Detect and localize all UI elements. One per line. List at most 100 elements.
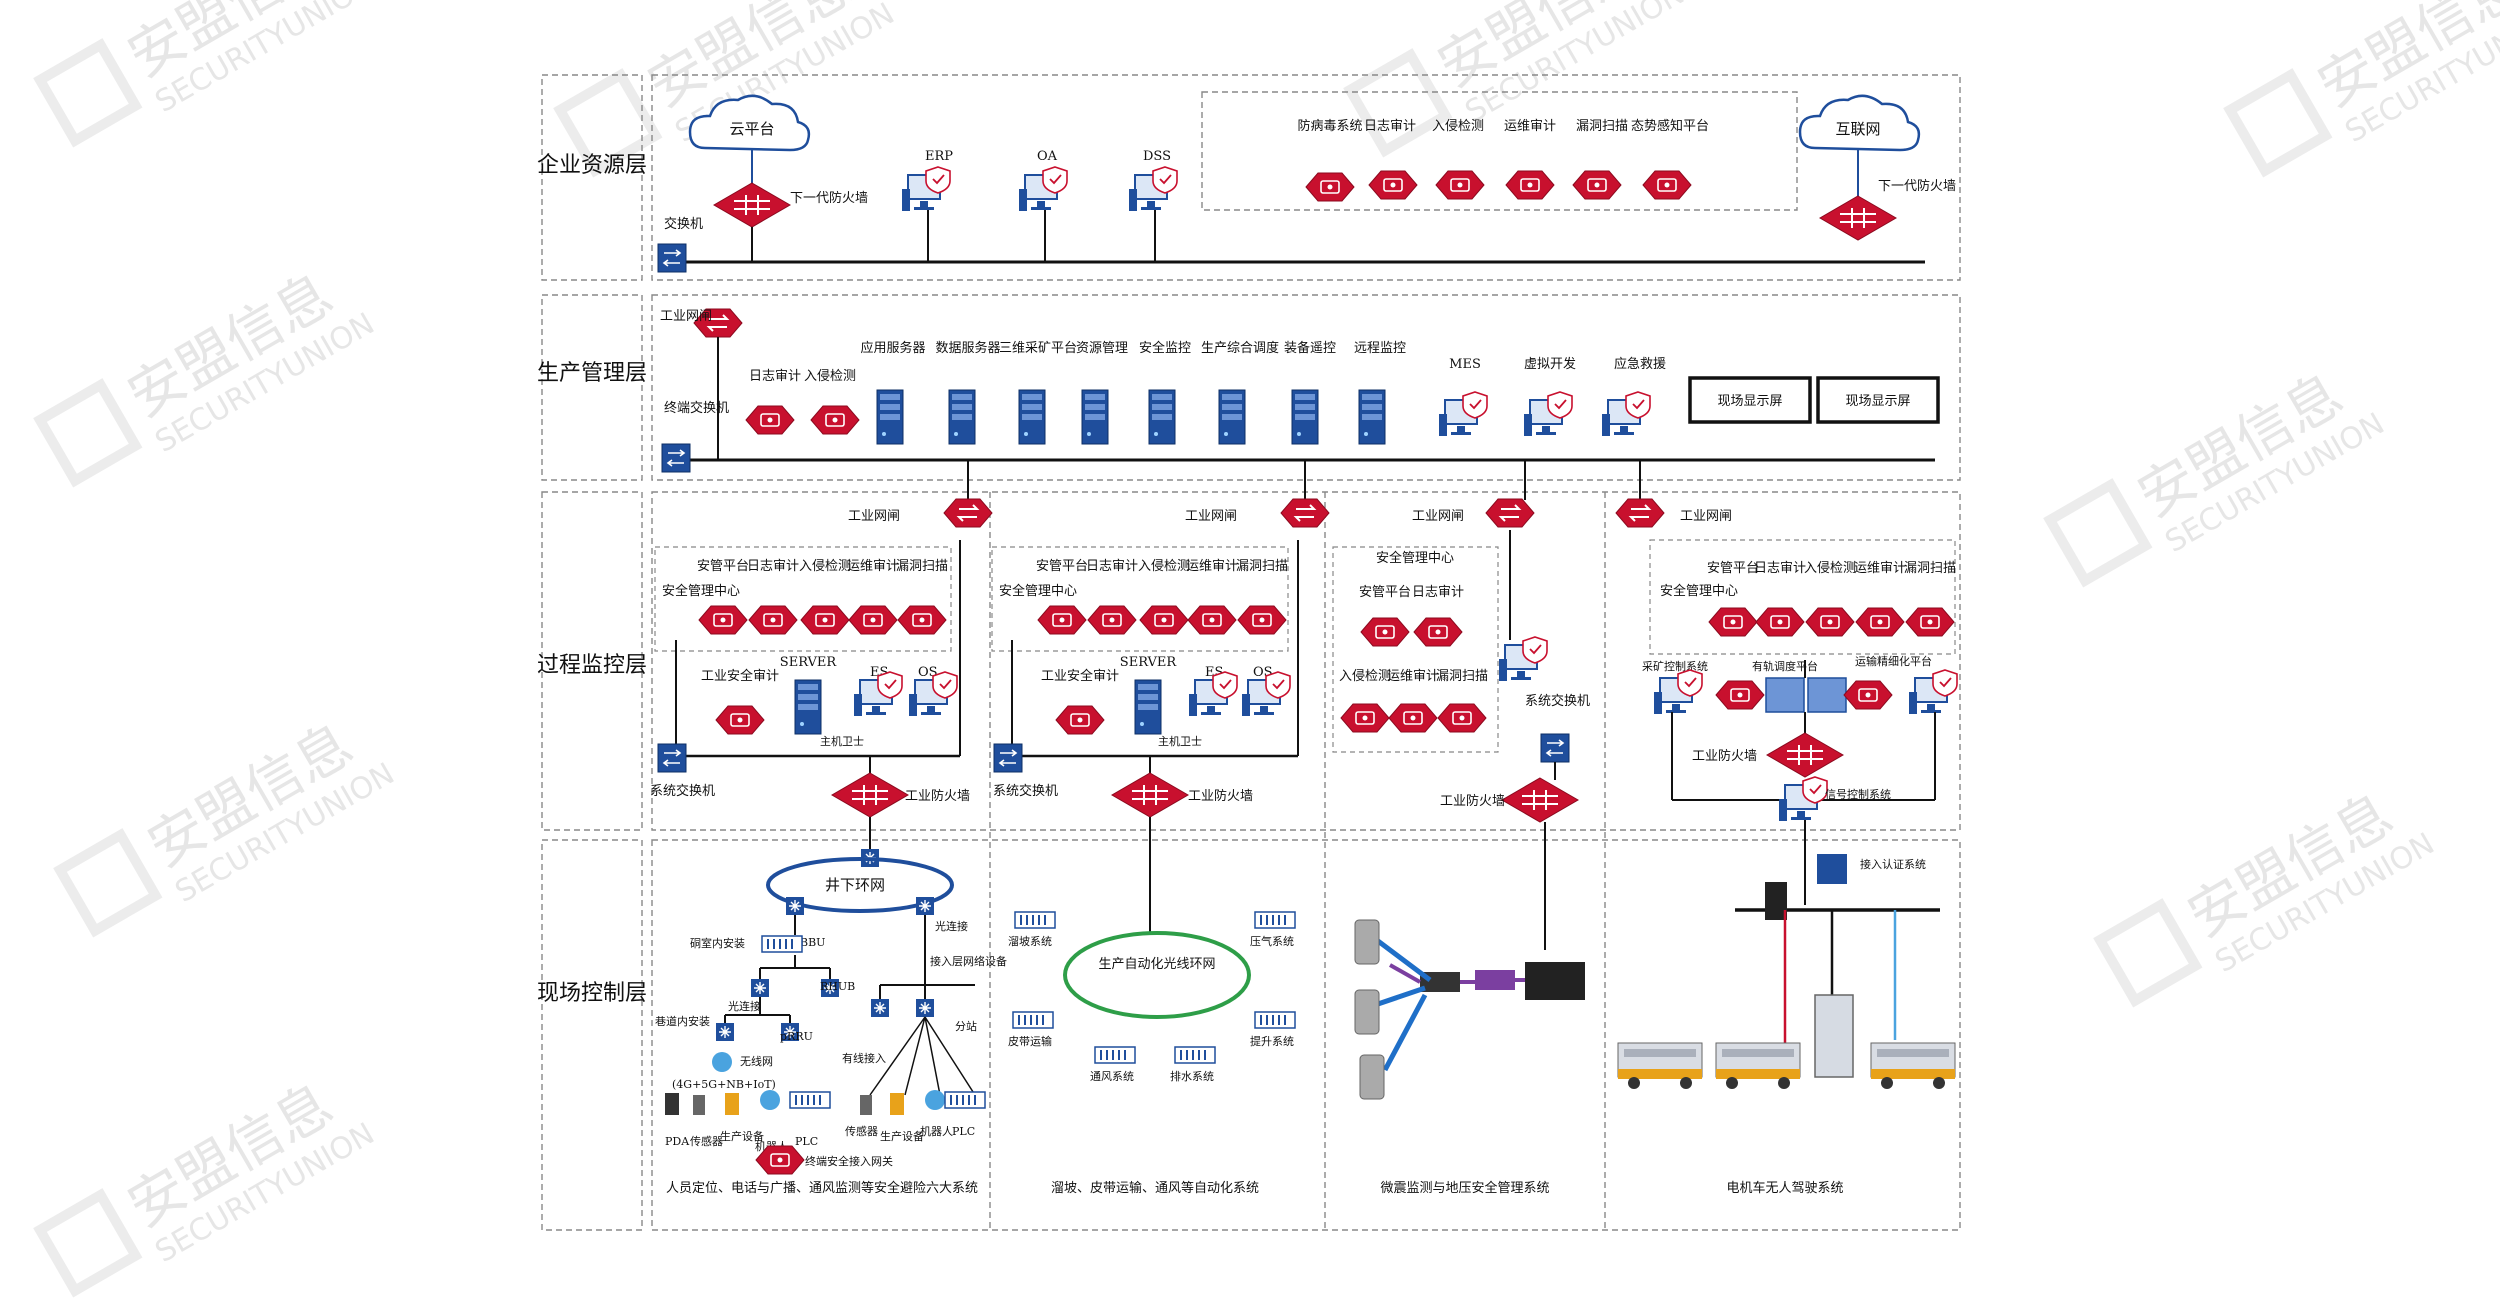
oa-label: OA	[1037, 149, 1058, 164]
os-pc-icon	[909, 672, 957, 716]
mine-car-icon	[1618, 1043, 1702, 1089]
ind-firewall-label: 工业防火墙	[905, 788, 970, 804]
link-device	[1475, 970, 1515, 990]
ind-firewall-label: 工业防火墙	[1188, 788, 1253, 804]
industrial-audit-icon	[716, 706, 764, 734]
auth-label: 接入认证系统	[1860, 858, 1926, 871]
col-caption-4: 电机车无人驾驶系统	[1726, 1180, 1843, 1196]
ops-audit-icon	[849, 606, 897, 634]
sys-switch-icon	[994, 744, 1022, 772]
monitor-host	[1525, 962, 1585, 1000]
server-label: 三维采矿平台	[999, 341, 1077, 356]
vuln-scan-icon	[1438, 704, 1486, 732]
antivirus-icon	[1306, 173, 1354, 201]
ids-icon	[811, 406, 859, 434]
screen2-label: 现场显示屏	[1845, 394, 1910, 409]
soc-item-label: 安管平台	[1036, 559, 1088, 574]
server-label: SERVER	[780, 655, 838, 670]
industrial-firewall-icon	[1767, 733, 1843, 777]
ind-audit-label: 工业安全审计	[701, 668, 779, 684]
gateway-icon	[1281, 499, 1329, 527]
signal-control-label: 信号控制系统	[1825, 787, 1891, 801]
signal-control-pc-icon	[1779, 777, 1827, 821]
ids-icon	[1436, 171, 1484, 199]
mes-pc-icon	[1439, 392, 1487, 436]
device-label: 传感器	[845, 1125, 878, 1138]
branch-label: 分站	[955, 1019, 977, 1033]
device-label: 机器人	[920, 1124, 953, 1138]
layer-title-process: 过程监控层	[537, 653, 647, 678]
col-caption-3: 微震监测与地压安全管理系统	[1380, 1180, 1549, 1196]
log-audit-icon	[746, 406, 794, 434]
ops-audit-icon	[1188, 606, 1236, 634]
server-icon	[1135, 680, 1161, 734]
mes-label: MES	[1449, 357, 1481, 372]
tool-vuln-label: 漏洞扫描	[1576, 118, 1628, 134]
layer-title-production: 生产管理层	[537, 361, 647, 386]
terminal-switch-icon	[662, 444, 690, 472]
ind-audit-label: 工业安全审计	[1041, 668, 1119, 684]
server-icon	[795, 680, 821, 734]
soc-item-label: 运维审计	[847, 559, 899, 574]
ops-audit-icon	[1389, 704, 1437, 732]
auth-device-icon	[1817, 854, 1847, 884]
trackside-cabinet	[1815, 995, 1853, 1077]
server-pc-icon	[1499, 637, 1547, 681]
server-icon	[1019, 390, 1045, 444]
device-label: 传感器	[690, 1135, 723, 1148]
emergency-label: 应急救援	[1614, 356, 1666, 372]
ids-icon	[1341, 704, 1389, 732]
production-layer: 工业网闸 终端交换机 日志审计 入侵检测 应用服务器 数据服务器 三维采矿平台 …	[660, 309, 1938, 472]
col-caption-1: 人员定位、电话与广播、通风监测等安全避险六大系统	[666, 1180, 978, 1196]
switch-label: 交换机	[664, 216, 703, 232]
server-label: 生产综合调度	[1201, 340, 1279, 356]
sys-switch-icon	[1541, 734, 1569, 762]
server-icon	[1292, 390, 1318, 444]
gateway-label: 工业网闸	[1680, 509, 1732, 524]
dss-pc-icon	[1129, 167, 1177, 211]
hub-icon	[786, 897, 804, 915]
soc-item-label: 日志审计	[747, 559, 799, 574]
terminal-devices-left: PDA 传感器 生产设备 机器人 PLC	[665, 1090, 830, 1153]
virtual-dev-pc-icon	[1524, 392, 1572, 436]
ops-audit-icon	[1506, 171, 1554, 199]
device-label: PLC	[952, 1125, 975, 1138]
soc-platform-icon	[1709, 608, 1757, 636]
rack-icon	[1015, 912, 1055, 928]
auto-item-label: 压气系统	[1250, 934, 1294, 948]
firewall-right-label: 下一代防火墙	[1878, 178, 1956, 194]
soc-center-label: 安全管理中心	[1660, 583, 1738, 599]
wired-label: 有线接入	[842, 1051, 886, 1065]
host-guard-label: 主机卫士	[820, 734, 864, 748]
layer-title-enterprise: 企业资源层	[537, 153, 647, 178]
server-icon	[1149, 390, 1175, 444]
industrial-firewall-icon	[1112, 773, 1188, 817]
soc-item-label: 运维审计	[1186, 559, 1238, 574]
rail-dispatch-label: 有轨调度平台	[1752, 659, 1818, 673]
soc-item-label: 入侵检测	[1339, 668, 1391, 684]
vuln-scan-icon	[1238, 606, 1286, 634]
gateway-label: 工业网闸	[1412, 509, 1464, 524]
log-audit-icon	[1369, 171, 1417, 199]
emergency-pc-icon	[1602, 392, 1650, 436]
ind-firewall-label: 工业防火墙	[1692, 748, 1757, 764]
prod-ids-label: 入侵检测	[804, 368, 856, 384]
industrial-audit-icon	[1056, 706, 1104, 734]
auto-item-label: 排水系统	[1170, 1069, 1214, 1083]
server-label: 资源管理	[1076, 341, 1128, 356]
log-audit-icon	[1756, 608, 1804, 636]
mine-car-icon	[1716, 1043, 1800, 1089]
server-label: 数据服务器	[935, 340, 1000, 356]
security-icon	[1844, 681, 1892, 709]
hub-icon	[916, 999, 934, 1017]
sys-switch-label: 系统交换机	[993, 783, 1058, 799]
hub-icon	[916, 897, 934, 915]
wireless-tech-label: (4G+5G+NB+IoT)	[672, 1078, 776, 1091]
rack-icon	[1175, 1047, 1215, 1063]
process-layer: 工业网闸 工业网闸 工业网闸 工业网闸 安全管理中心 安管平台 日志审计 入侵检…	[650, 460, 1957, 822]
server-group: 应用服务器 数据服务器 三维采矿平台 资源管理 安全监控 生产综合调度 装备遥控…	[860, 340, 1406, 444]
es-pc-icon	[854, 672, 902, 716]
device-label: 生产设备	[880, 1129, 924, 1143]
field-layer: 井下环网 光连接 硐室内安装 BBU RHUB 光连接 巷道内安装 pRRU 无…	[655, 817, 1955, 1196]
